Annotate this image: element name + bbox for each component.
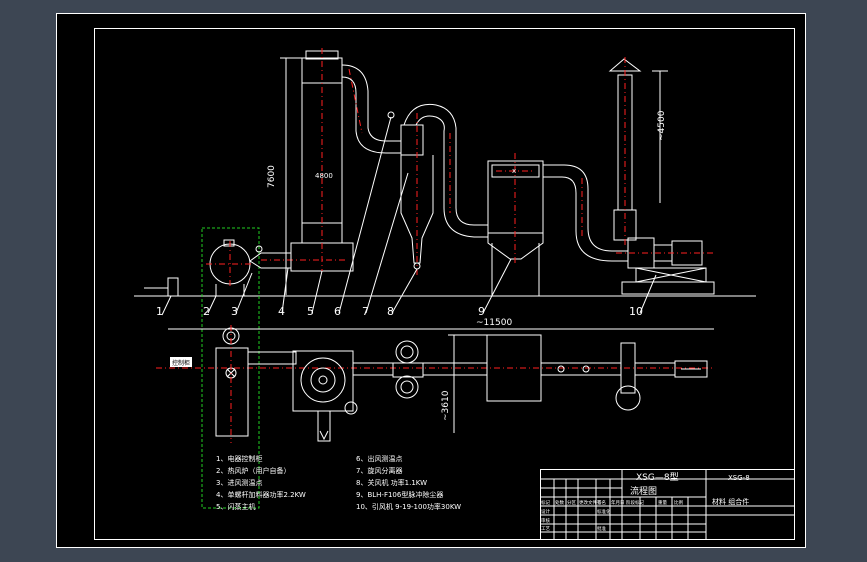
legend-item-10: 10、引风机 9-19-100功率30KW (356, 502, 461, 511)
flash-dryer-column: 4800 (290, 48, 354, 272)
length-dimension: ~11500 (168, 318, 714, 330)
induced-draft-fan (616, 237, 715, 295)
tb-label-4: 更改文件号 (579, 499, 602, 506)
pulse-bag-filter: x (487, 153, 544, 296)
column-label: 4800 (315, 172, 333, 180)
legend-item-4: 4、单螺杆加料器功率2.2KW (216, 490, 306, 499)
title-block: XSG—8型 流程图 XSG-8 材料 组合件 标记 处数 分区 更改文件号 签… (540, 469, 795, 540)
balloon-5: 5 (307, 305, 314, 318)
outer-frame (56, 13, 806, 548)
cyclone-separator (400, 103, 457, 275)
balloon-1: 1 (156, 305, 163, 318)
plan-width-dimension: ~3610 (441, 390, 451, 421)
inlet-duct (249, 245, 346, 269)
title-material: 材料 组合件 (712, 497, 749, 506)
hot-air-furnace (201, 227, 260, 509)
parts-legend: 1、电器控制柜 2、热风炉（用户自备） 3、进风测温点 4、单螺杆加料器功率2.… (216, 454, 461, 511)
legend-item-1: 1、电器控制柜 (216, 454, 262, 463)
legend-item-3: 3、进风测温点 (216, 478, 262, 487)
height-dimension-value: 7600 (267, 165, 277, 188)
balloon-7: 7 (362, 305, 369, 318)
outlet-duct (341, 64, 401, 154)
exhaust-stack: ~4500 (608, 57, 668, 245)
balloon-6: 6 (334, 305, 341, 318)
tb-label-1: 标记 (541, 499, 550, 506)
tb-label-2: 处数 (555, 499, 564, 506)
tb-stage: 阶段标记 (626, 499, 644, 506)
title-model: XSG—8型 (636, 472, 679, 483)
balloon-8: 8 (387, 305, 394, 318)
legend-item-2: 2、热风炉（用户自备） (216, 466, 290, 475)
control-cabinet-elevation (144, 277, 179, 297)
tb-weight: 重量 (658, 499, 667, 506)
part-callouts: 1 2 3 4 5 6 7 8 9 10 (156, 116, 657, 318)
title-drawing-name: 流程图 (630, 485, 657, 497)
tb-process: 工艺 (541, 526, 550, 532)
balloon-3: 3 (231, 305, 238, 318)
balloon-2: 2 (203, 305, 210, 318)
tb-standard: 标准化 (597, 508, 611, 515)
length-dimension-value: ~11500 (476, 318, 512, 328)
legend-item-7: 7、旋风分离器 (356, 466, 402, 475)
filter-label: x (512, 167, 516, 175)
inner-frame (94, 28, 795, 540)
user-supplied-boundary (201, 227, 260, 509)
legend-item-9: 9、BLH-F106型脉冲除尘器 (356, 490, 443, 499)
tb-review: 审核 (541, 517, 550, 524)
tb-label-5: 签名 (597, 499, 606, 506)
drawing-sheet: 4800 7600 x (56, 13, 806, 548)
duct-to-filter (443, 133, 488, 238)
legend-item-5: 5、闪蒸主机 (216, 502, 255, 511)
legend-item-8: 8、关风机 功率1.1KW (356, 478, 427, 487)
balloon-10: 10 (629, 305, 643, 318)
tb-design: 设计 (541, 508, 550, 515)
process-flow-drawing: 4800 7600 x (56, 13, 806, 548)
title-code: XSG-8 (728, 474, 750, 482)
stack-height-dimension: ~4500 (657, 110, 667, 141)
balloon-4: 4 (278, 305, 285, 318)
tb-approve: 批准 (597, 525, 606, 532)
plan-tag: 控制柜 (172, 359, 190, 367)
legend-item-6: 6、出风测温点 (356, 454, 402, 463)
tb-scale: 比例 (674, 499, 683, 506)
height-dimension: 7600 (267, 57, 302, 295)
tb-label-6: 年月日 (611, 499, 625, 506)
plan-view: 控制柜 (156, 325, 714, 443)
balloon-9: 9 (478, 305, 485, 318)
duct-to-fan (543, 164, 628, 262)
tb-label-3: 分区 (567, 499, 576, 506)
